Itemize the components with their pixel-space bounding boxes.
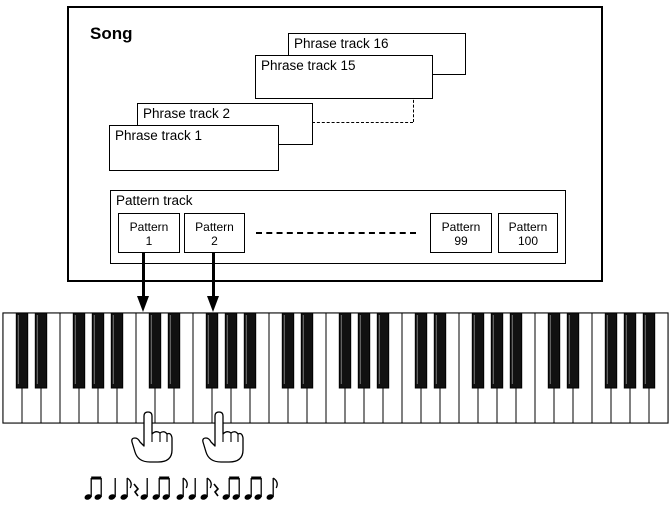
pattern-100-label: Pattern — [508, 220, 548, 234]
phrase-track-1: Phrase track 1 — [109, 125, 279, 171]
note-head — [140, 494, 148, 500]
black-key — [148, 312, 162, 389]
note-head — [254, 494, 262, 500]
pattern-99: Pattern 99 — [430, 213, 492, 253]
note-head — [94, 494, 102, 500]
black-key — [509, 312, 523, 389]
pattern-100: Pattern 100 — [498, 213, 558, 253]
arrow-pattern-1-head — [137, 296, 149, 312]
note-head — [232, 494, 240, 500]
phrase-track-2-label: Phrase track 2 — [143, 106, 231, 121]
arrow-pattern-1-shaft — [142, 253, 145, 297]
black-key — [15, 312, 29, 389]
note-head — [84, 494, 92, 500]
pattern-2-number: 2 — [211, 234, 218, 248]
phrase-track-1-label: Phrase track 1 — [115, 128, 203, 143]
black-key — [300, 312, 314, 389]
pointing-hand-icon — [202, 411, 244, 463]
pattern-1-label: Pattern — [129, 220, 169, 234]
black-key — [376, 312, 390, 389]
music-notes-icon — [84, 476, 278, 500]
song-title: Song — [90, 24, 133, 43]
black-key — [281, 312, 295, 389]
black-key — [357, 312, 371, 389]
note-flag — [182, 477, 188, 489]
pattern-2: Pattern 2 — [184, 213, 245, 253]
pattern-ellipsis — [256, 232, 416, 234]
black-key — [490, 312, 504, 389]
black-key — [243, 312, 257, 389]
rest — [133, 483, 140, 497]
black-key — [110, 312, 124, 389]
arrow-pattern-2-shaft — [212, 253, 215, 297]
pattern-99-label: Pattern — [441, 220, 481, 234]
note-head — [188, 494, 196, 500]
arrow-pattern-2-head — [207, 296, 219, 312]
phrase-ellipsis-right — [413, 76, 414, 122]
note-flag — [272, 477, 278, 489]
rest — [213, 483, 220, 497]
black-key — [91, 312, 105, 389]
pattern-99-number: 99 — [454, 234, 468, 248]
phrase-track-15: Phrase track 15 — [255, 55, 433, 99]
note-head — [200, 494, 208, 500]
black-key — [547, 312, 561, 389]
black-key — [623, 312, 637, 389]
pattern-1: Pattern 1 — [118, 213, 180, 253]
note-head — [108, 494, 116, 500]
black-key — [414, 312, 428, 389]
note-head — [244, 494, 252, 500]
black-key — [224, 312, 238, 389]
note-head — [266, 494, 274, 500]
note-flag — [126, 477, 132, 489]
black-key — [338, 312, 352, 389]
black-key — [471, 312, 485, 389]
black-key — [433, 312, 447, 389]
black-key — [604, 312, 618, 389]
phrase-track-16-label: Phrase track 16 — [294, 36, 389, 51]
pattern-track-label: Pattern track — [116, 193, 193, 208]
black-key — [642, 312, 656, 389]
note-flag — [206, 477, 212, 489]
note-head — [176, 494, 184, 500]
black-key — [167, 312, 181, 389]
note-head — [152, 494, 160, 500]
phrase-track-15-label: Phrase track 15 — [261, 58, 356, 73]
pattern-2-label: Pattern — [195, 220, 234, 234]
pattern-100-number: 100 — [517, 234, 539, 248]
note-head — [120, 494, 128, 500]
pointing-hand-icon — [131, 411, 173, 463]
pattern-1-number: 1 — [145, 234, 153, 248]
black-key — [72, 312, 86, 389]
black-key — [34, 312, 48, 389]
black-key — [566, 312, 580, 389]
note-head — [222, 494, 230, 500]
phrase-ellipsis-bottom — [312, 122, 413, 123]
note-head — [162, 494, 170, 500]
black-key — [205, 312, 219, 389]
